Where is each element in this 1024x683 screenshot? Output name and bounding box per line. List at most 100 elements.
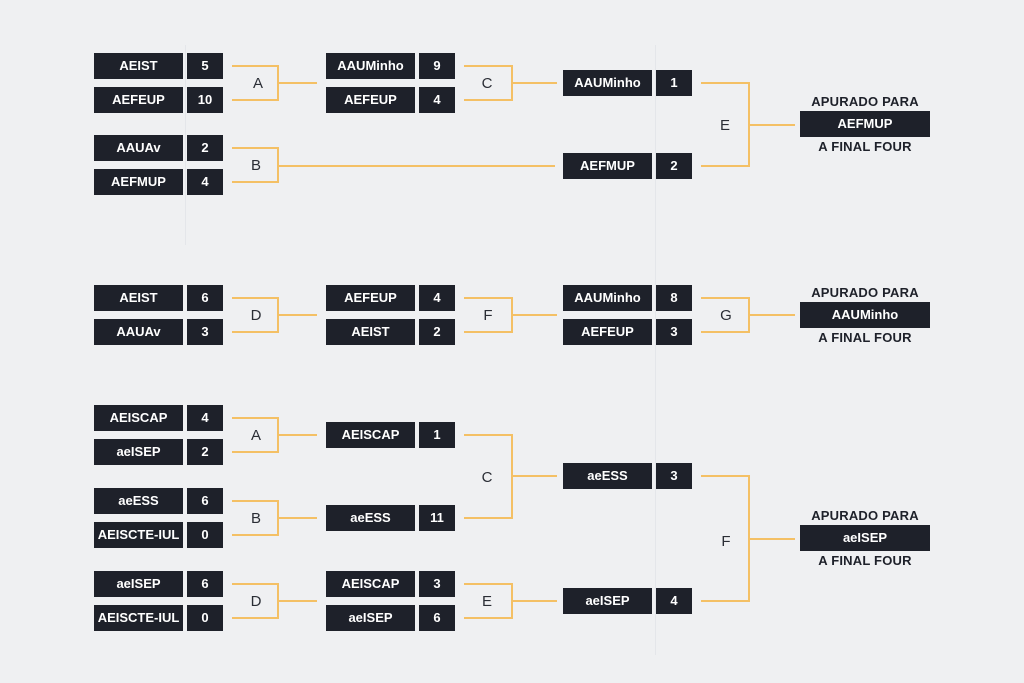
team-score: 6 (187, 571, 223, 597)
advance-team: AAUMinho (800, 302, 930, 328)
advance-team: AEFMUP (800, 111, 930, 137)
advance-footer: A FINAL FOUR (818, 139, 912, 154)
game-label: A (250, 427, 261, 444)
team-name: AEFEUP (326, 285, 415, 311)
connector-line (277, 82, 317, 84)
connector-line (464, 434, 512, 436)
team-name: AEISCTE-IUL (94, 605, 183, 631)
connector-line (511, 314, 557, 316)
team-score: 1 (656, 70, 692, 96)
connector-line (277, 600, 317, 602)
connector-line (464, 517, 512, 519)
team-score: 8 (656, 285, 692, 311)
connector-line (232, 147, 278, 149)
connector-line (701, 331, 749, 333)
team-score: 5 (187, 53, 223, 79)
team-name: aeISEP (326, 605, 415, 631)
connector-line (232, 500, 278, 502)
team-name: AEISCAP (94, 405, 183, 431)
connector-line (277, 165, 555, 167)
team-name: AEISCAP (326, 571, 415, 597)
team-score: 2 (656, 153, 692, 179)
team-score: 3 (656, 463, 692, 489)
team-score: 6 (187, 285, 223, 311)
connector-line (464, 331, 512, 333)
connector-line (511, 82, 557, 84)
connector-line (464, 617, 512, 619)
game-label: G (720, 307, 732, 324)
game-label: E (719, 117, 730, 134)
team-name: AEFEUP (326, 87, 415, 113)
game-label: B (250, 157, 261, 174)
advance-footer: A FINAL FOUR (818, 330, 912, 345)
connector-line (701, 165, 749, 167)
team-name: AEISCTE-IUL (94, 522, 183, 548)
connector-line (701, 82, 749, 84)
connector-line (464, 65, 512, 67)
team-score: 3 (656, 319, 692, 345)
connector-line (232, 297, 278, 299)
team-name: AEFMUP (94, 169, 183, 195)
team-score: 3 (419, 571, 455, 597)
connector-line (277, 517, 317, 519)
team-score: 6 (419, 605, 455, 631)
team-name: AAUAv (94, 135, 183, 161)
team-score: 1 (419, 422, 455, 448)
connector-line (701, 297, 749, 299)
team-score: 4 (656, 588, 692, 614)
team-score: 4 (419, 87, 455, 113)
connector-line (511, 475, 557, 477)
team-score: 9 (419, 53, 455, 79)
team-name: AAUMinho (326, 53, 415, 79)
game-label: B (250, 510, 261, 527)
team-name: AAUMinho (563, 70, 652, 96)
team-score: 11 (419, 505, 455, 531)
team-score: 0 (187, 522, 223, 548)
connector-line (464, 583, 512, 585)
team-name: aeESS (94, 488, 183, 514)
advance-heading: APURADO PARA (811, 285, 919, 300)
team-name: AEISCAP (326, 422, 415, 448)
connector-line (701, 475, 749, 477)
game-label: F (721, 533, 731, 550)
game-label: F (483, 307, 493, 324)
team-score: 6 (187, 488, 223, 514)
game-label: E (481, 593, 492, 610)
team-name: AEIST (94, 53, 183, 79)
team-name: aeESS (326, 505, 415, 531)
team-score: 4 (419, 285, 455, 311)
connector-line (232, 534, 278, 536)
team-score: 10 (187, 87, 223, 113)
connector-line (277, 434, 317, 436)
connector-line (748, 314, 795, 316)
connector-line (464, 99, 512, 101)
team-name: AEFEUP (94, 87, 183, 113)
advance-heading: APURADO PARA (811, 94, 919, 109)
team-score: 2 (419, 319, 455, 345)
connector-line (232, 99, 278, 101)
advance-team: aeISEP (800, 525, 930, 551)
team-score: 2 (187, 439, 223, 465)
game-label: D (250, 593, 262, 610)
connector-line (232, 65, 278, 67)
team-score: 4 (187, 405, 223, 431)
team-name: aeISEP (563, 588, 652, 614)
advance-heading: APURADO PARA (811, 508, 919, 523)
team-score: 3 (187, 319, 223, 345)
connector-line (232, 617, 278, 619)
team-score: 0 (187, 605, 223, 631)
game-label: A (252, 75, 263, 92)
connector-line (232, 331, 278, 333)
connector-line (748, 538, 795, 540)
advance-footer: A FINAL FOUR (818, 553, 912, 568)
team-name: AAUMinho (563, 285, 652, 311)
connector-line (232, 583, 278, 585)
connector-line (464, 297, 512, 299)
team-name: aeISEP (94, 571, 183, 597)
connector-line (232, 417, 278, 419)
game-label: C (481, 75, 493, 92)
game-label: C (481, 469, 493, 486)
team-name: AEFMUP (563, 153, 652, 179)
team-score: 4 (187, 169, 223, 195)
